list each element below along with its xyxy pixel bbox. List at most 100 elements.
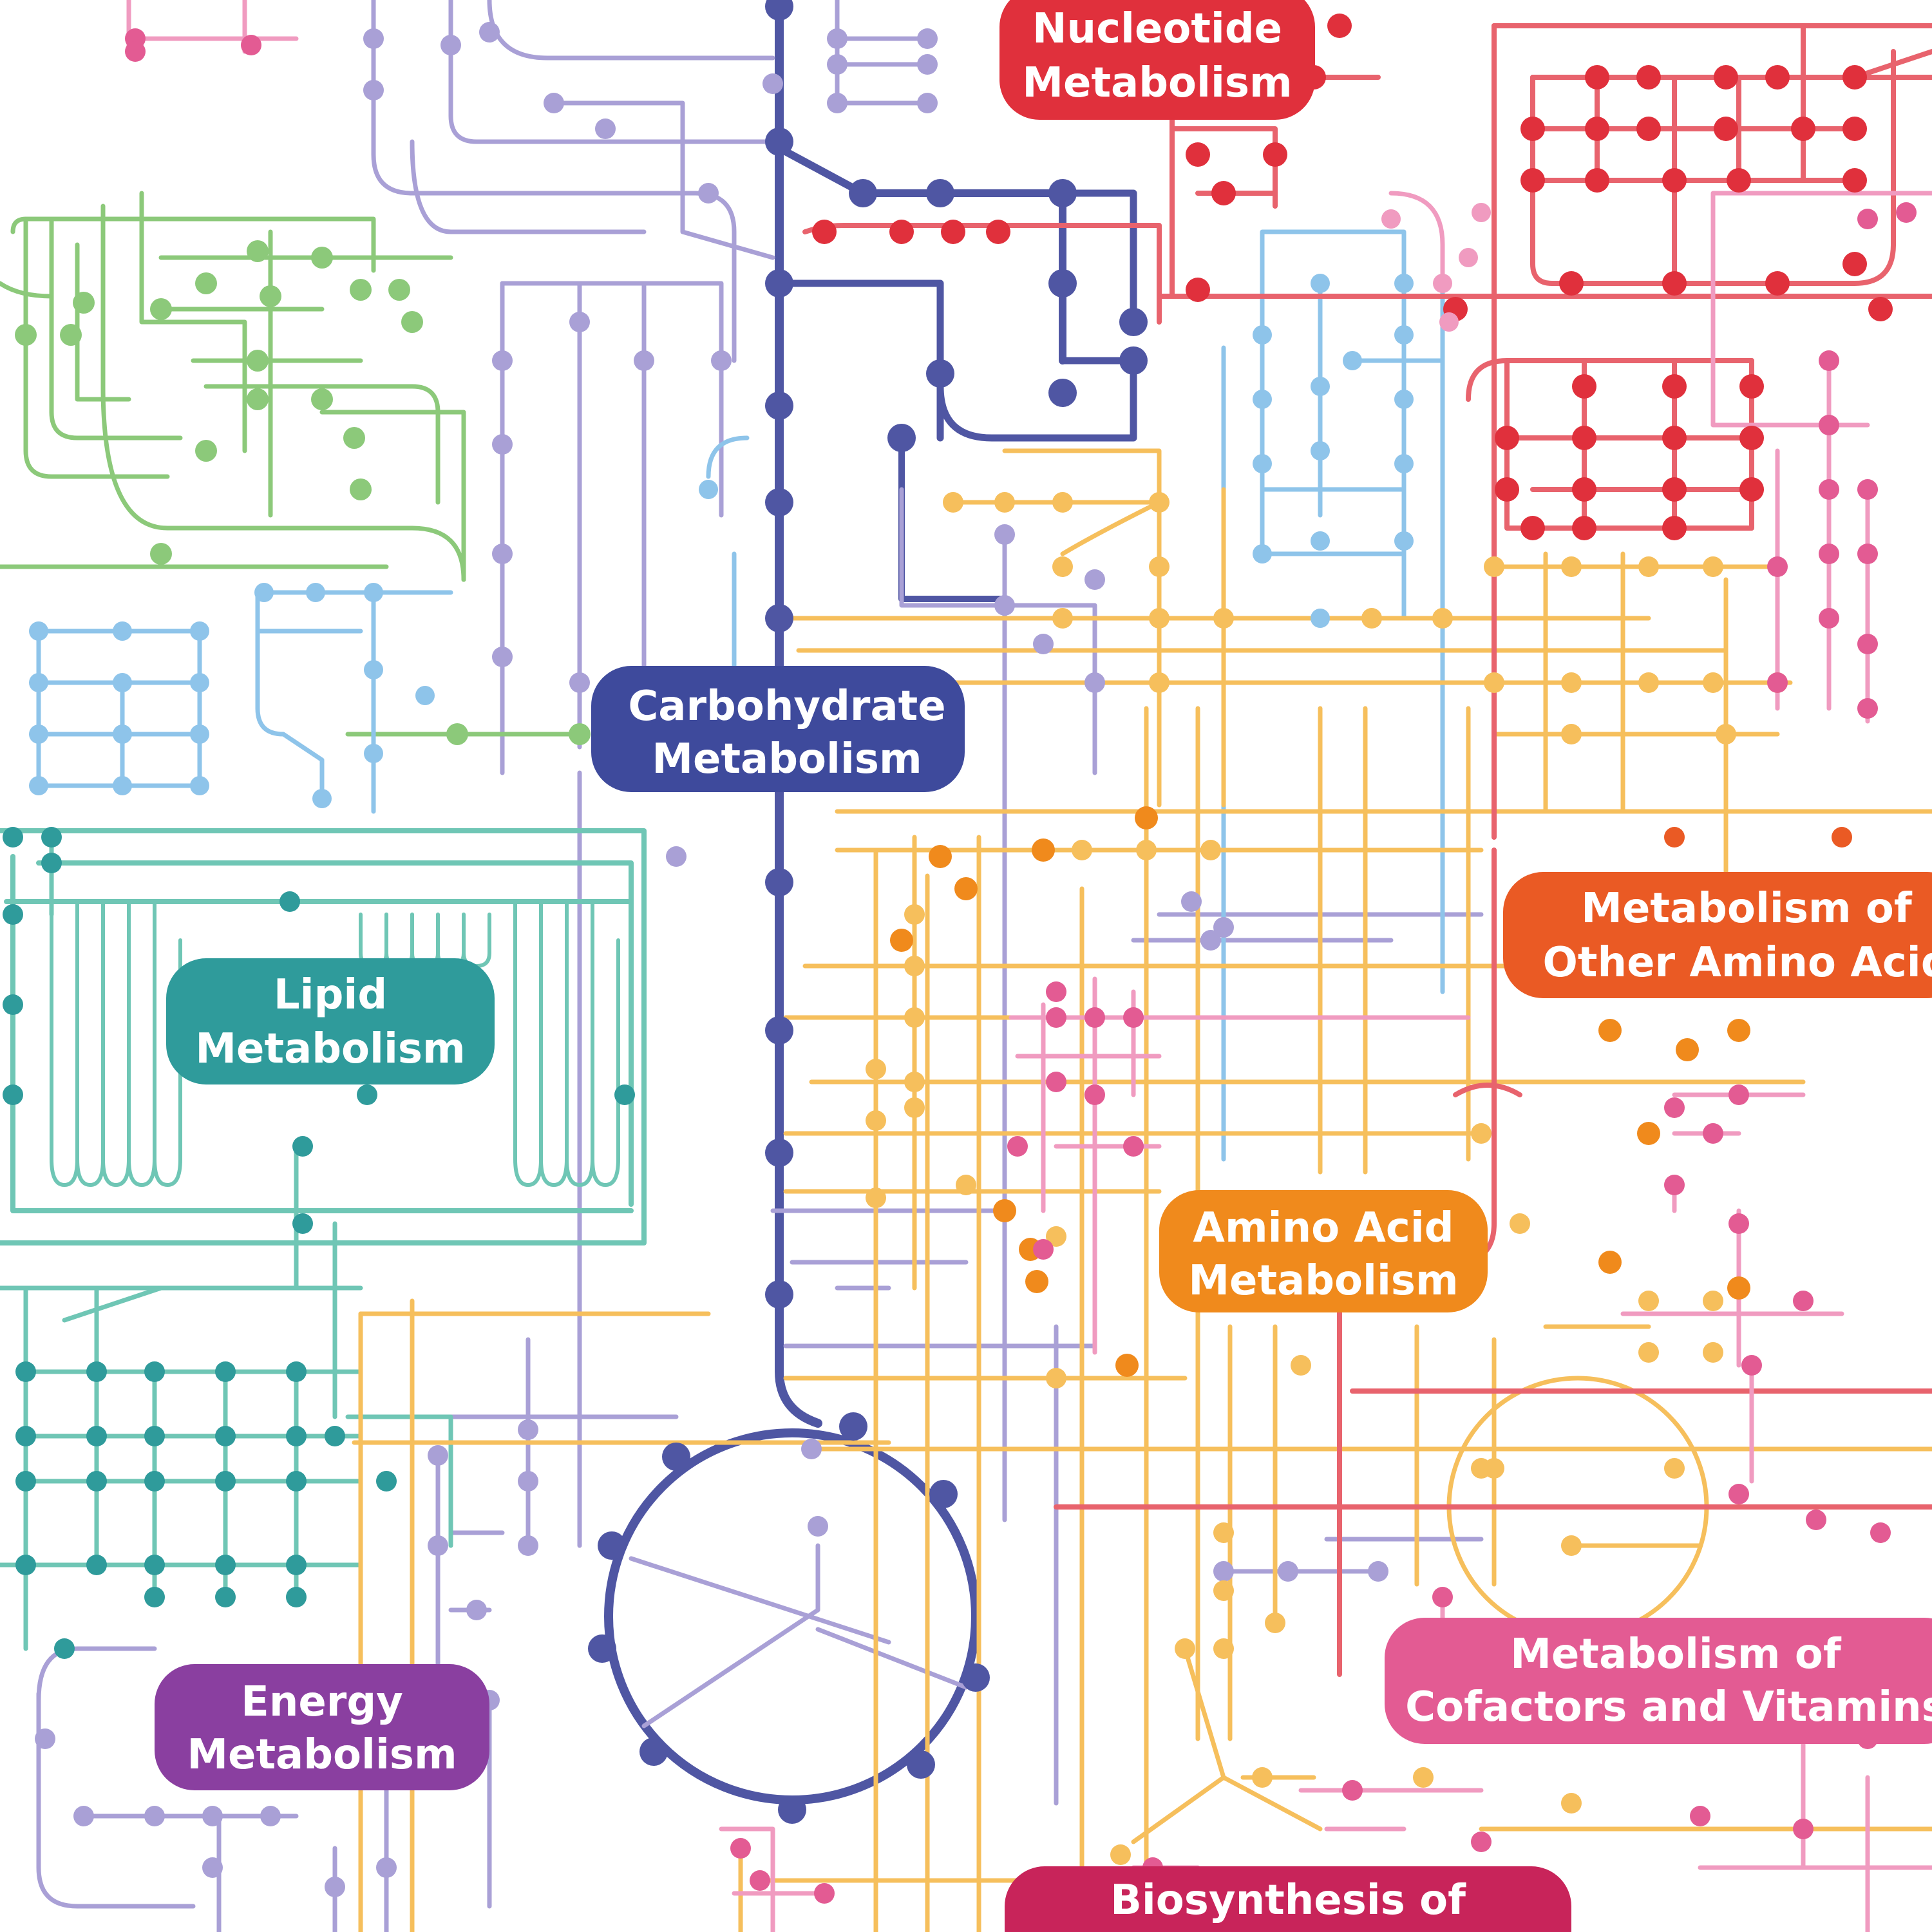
metabolite-node xyxy=(1703,1291,1723,1311)
metabolite-node xyxy=(190,724,209,744)
metabolite-node xyxy=(1703,672,1723,693)
pathway-line xyxy=(88,1775,389,1932)
metabolite-node xyxy=(29,776,48,795)
metabolite-node xyxy=(1572,477,1596,502)
metabolite-node xyxy=(1052,556,1073,577)
metabolite-node xyxy=(60,324,82,346)
metabolite-node xyxy=(3,904,23,925)
metabolite-node xyxy=(15,324,37,346)
metabolite-node xyxy=(1791,117,1815,141)
metabolite-node xyxy=(1007,1136,1028,1157)
pathway-line xyxy=(629,1543,969,1728)
pathway-line xyxy=(358,1298,415,1932)
metabolite-node xyxy=(1342,1780,1363,1801)
metabolite-node xyxy=(29,621,48,641)
metabolite-node xyxy=(569,312,590,332)
metabolite-node xyxy=(1572,374,1596,399)
metabolite-node xyxy=(1741,1355,1762,1376)
pathway-line xyxy=(126,0,299,54)
label-metabolism-of-other-amino-acids[interactable]: Metabolism of Other Amino Acid xyxy=(1503,872,1932,998)
metabolite-node xyxy=(1263,142,1287,167)
metabolite-node xyxy=(1484,672,1504,693)
metabolite-node xyxy=(827,93,848,113)
label-biosynthesis-of[interactable]: Biosynthesis of xyxy=(1005,1866,1571,1932)
metabolite-node xyxy=(1664,1458,1685,1479)
metabolite-node xyxy=(1703,1342,1723,1363)
metabolite-node xyxy=(1471,1123,1492,1144)
metabolite-node xyxy=(1394,531,1414,551)
metabolite-node xyxy=(202,1806,223,1826)
metabolite-node xyxy=(1123,1136,1144,1157)
label-line-2: Other Amino Acid xyxy=(1543,939,1932,987)
metabolite-node xyxy=(1638,556,1659,577)
metabolite-node xyxy=(1213,1638,1234,1659)
metabolite-node xyxy=(3,1084,23,1105)
metabolite-node xyxy=(929,1480,958,1508)
label-badge xyxy=(999,0,1315,120)
metabolite-node xyxy=(1662,516,1687,540)
metabolite-node xyxy=(1842,168,1867,193)
label-metabolism-of-cofactors-and-vitamins[interactable]: Metabolism of Cofactors and Vitamins xyxy=(1385,1618,1932,1744)
pathway-line xyxy=(1054,976,1162,1355)
metabolite-node xyxy=(86,1555,107,1575)
label-badge xyxy=(1159,1190,1488,1312)
pathway-line xyxy=(101,900,131,1187)
metabolite-node xyxy=(943,492,963,513)
metabolite-node xyxy=(1636,65,1661,90)
metabolite-node xyxy=(15,1555,36,1575)
metabolite-node xyxy=(260,285,281,307)
label-energy-metabolism[interactable]: Energy Metabolism xyxy=(155,1664,489,1790)
label-badge xyxy=(1503,872,1932,998)
metabolite-node xyxy=(750,1870,770,1891)
metabolite-node xyxy=(325,1877,345,1897)
label-line-1: Metabolism of xyxy=(1510,1631,1842,1678)
label-line-1: Energy xyxy=(241,1678,403,1726)
metabolite-node xyxy=(1819,350,1839,371)
label-lipid-metabolism[interactable]: Lipid Metabolism xyxy=(166,958,495,1084)
metabolite-node xyxy=(765,868,793,896)
metabolite-node xyxy=(1046,981,1066,1002)
metabolite-node xyxy=(917,93,938,113)
metabolite-node xyxy=(286,1361,307,1382)
metabolite-node xyxy=(1046,1007,1066,1028)
metabolite-node xyxy=(1638,1342,1659,1363)
metabolite-node xyxy=(1662,426,1687,450)
label-line-2: Metabolism xyxy=(187,1731,457,1779)
metabolite-node xyxy=(364,660,383,679)
metabolite-node xyxy=(1311,274,1330,293)
metabolite-node xyxy=(1361,608,1382,629)
metabolite-node xyxy=(86,1426,107,1446)
metabolite-node xyxy=(466,1600,487,1620)
pathway-line xyxy=(100,204,466,582)
pathway-line xyxy=(1388,191,1445,286)
metabolite-node xyxy=(1149,608,1170,629)
metabolite-node xyxy=(907,1750,935,1779)
metabolite-node xyxy=(1471,1832,1492,1852)
metabolite-node xyxy=(1857,209,1878,229)
metabolite-node xyxy=(634,350,654,371)
metabolite-node xyxy=(904,904,925,925)
label-nucleotide-metabolism[interactable]: Nucleotide Metabolism xyxy=(999,0,1315,120)
pathway-line xyxy=(1227,1324,1278,1741)
pathway-line xyxy=(75,900,105,1187)
label-carbohydrate-metabolism[interactable]: Carbohydrate Metabolism xyxy=(591,666,965,792)
metabolite-node xyxy=(1253,544,1272,564)
pathway-line xyxy=(1054,1388,1932,1510)
metabolite-node xyxy=(1585,65,1609,90)
metabolite-node xyxy=(312,789,332,808)
metabolite-node xyxy=(1119,308,1148,336)
metabolite-node xyxy=(113,724,132,744)
metabolite-node xyxy=(446,723,468,745)
metabolite-node xyxy=(994,492,1015,513)
pathway-line xyxy=(36,1646,157,1703)
pathway-line xyxy=(0,1285,363,1567)
metabolite-node xyxy=(1072,840,1092,860)
metabolite-node xyxy=(1046,1368,1066,1388)
pathway-line xyxy=(1698,1736,1932,1932)
metabolite-node xyxy=(1413,1767,1434,1788)
metabolite-node xyxy=(1291,1355,1311,1376)
label-amino-acid-metabolism[interactable]: Amino Acid Metabolism xyxy=(1159,1190,1488,1312)
metabolite-node xyxy=(1561,556,1582,577)
metabolite-node xyxy=(1394,274,1414,293)
metabolite-node xyxy=(401,311,423,333)
